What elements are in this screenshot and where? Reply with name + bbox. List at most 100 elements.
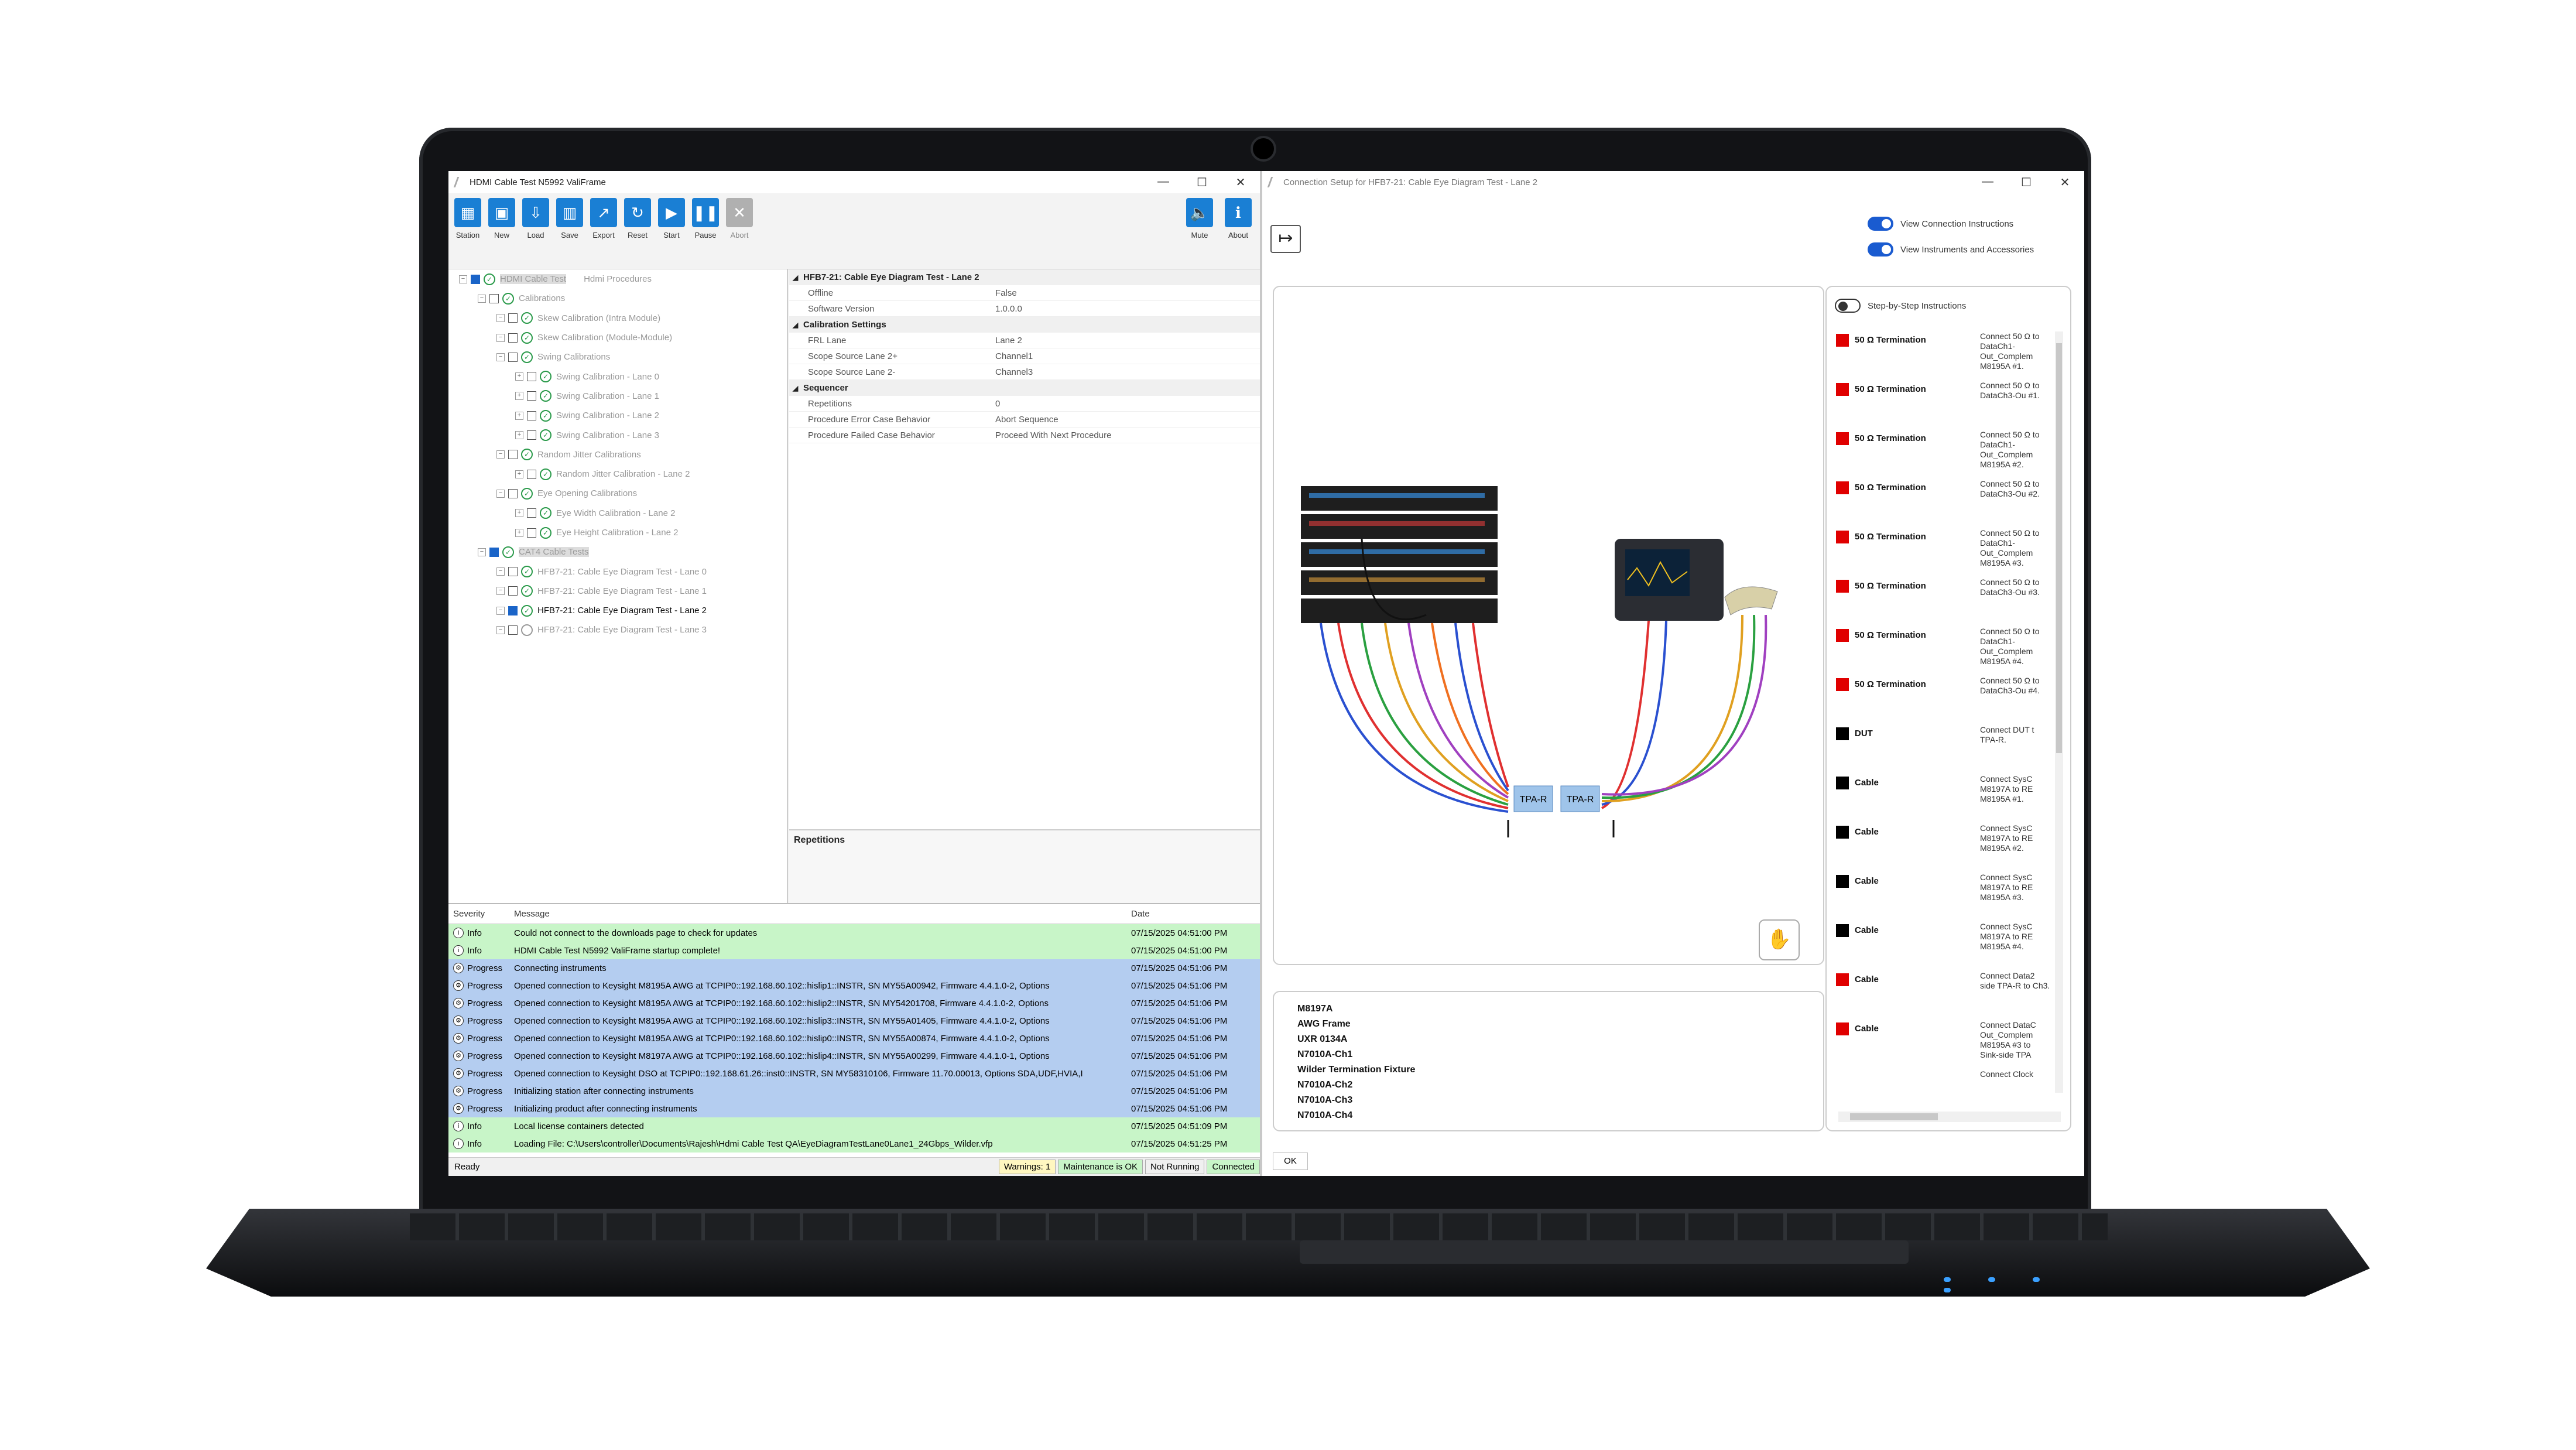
toolbar-new-button[interactable]: ▣New [485,198,519,264]
tree-item[interactable]: −✓Random Jitter Calibrations [448,445,787,464]
property-value[interactable]: Channel1 [995,351,1033,361]
tree-item[interactable]: −✓HFB7-21: Cable Eye Diagram Test - Lane… [448,562,787,581]
tree-item[interactable]: −✓HFB7-21: Cable Eye Diagram Test - Lane… [448,582,787,601]
tree-item[interactable]: −✓CAT4 Cable Tests [448,542,787,562]
export-arrow-button[interactable]: ↦ [1270,225,1301,253]
instrument-item[interactable]: UXR 0134A [1297,1034,1348,1044]
col-message[interactable]: Message [514,909,550,919]
tree-checkbox[interactable] [508,333,518,343]
tree-checkbox[interactable] [489,293,499,303]
tree-checkbox[interactable] [508,567,518,577]
maximize-button[interactable]: ☐ [2021,176,2032,189]
tree-checkbox[interactable] [508,606,518,615]
toolbar-pause-button[interactable]: ❚❚Pause [688,198,722,264]
property-value[interactable]: 0 [995,398,1001,409]
tree-checkbox[interactable] [527,528,536,538]
close-button[interactable]: ✕ [1235,176,1246,189]
tree-item[interactable]: −✓HFB7-21: Cable Eye Diagram Test - Lane… [448,620,787,639]
tree-checkbox[interactable] [508,625,518,635]
toolbar-export-button[interactable]: ↗Export [587,198,621,264]
tree-item[interactable]: +✓Swing Calibration - Lane 2 [448,406,787,425]
tree-checkbox[interactable] [471,274,480,284]
tree-checkbox[interactable] [508,313,518,323]
ok-button[interactable]: OK [1273,1153,1308,1170]
tree-checkbox[interactable] [508,488,518,498]
col-severity[interactable]: Severity [453,909,485,919]
close-button[interactable]: ✕ [2060,176,2070,189]
instrument-item[interactable]: N7010A-Ch1 [1297,1049,1353,1059]
expand-icon[interactable]: + [515,470,523,478]
expand-icon[interactable]: − [496,314,505,323]
expand-icon[interactable]: − [496,587,505,596]
expand-icon[interactable]: − [496,450,505,459]
tree-checkbox[interactable] [508,450,518,460]
expand-icon[interactable]: + [515,431,523,440]
switch-on-icon[interactable] [1868,217,1893,231]
expand-icon[interactable]: − [496,353,505,361]
pan-hand-icon[interactable]: ✋ [1759,919,1800,960]
prop-section-calibration[interactable]: ◢Calibration Settings [789,317,1260,333]
tree-item[interactable]: −✓HFB7-21: Cable Eye Diagram Test - Lane… [448,601,787,620]
instrument-item[interactable]: Wilder Termination Fixture [1297,1065,1416,1075]
expand-icon[interactable]: + [515,392,523,401]
tree-checkbox[interactable] [508,352,518,362]
instrument-item[interactable]: AWG Frame [1297,1019,1351,1029]
tree-item[interactable]: −✓Swing Calibrations [448,347,787,367]
expand-icon[interactable]: − [478,548,486,556]
tree-checkbox[interactable] [527,508,536,518]
vertical-scrollbar[interactable] [2055,331,2063,1093]
tree-checkbox[interactable] [527,391,536,401]
expand-icon[interactable]: + [515,411,523,420]
property-value[interactable]: Channel3 [995,367,1033,377]
tree-item[interactable]: −✓Eye Opening Calibrations [448,484,787,503]
toolbar-station-button[interactable]: ▦Station [451,198,485,264]
property-row[interactable]: Scope Source Lane 2-Channel3 [789,364,1260,380]
toolbar-mute-button[interactable]: 🔈Mute [1180,198,1219,264]
toggle-connection-instructions[interactable]: View Connection Instructions [1868,217,2013,231]
tree-checkbox[interactable] [527,372,536,382]
expand-icon[interactable]: − [496,606,505,615]
property-row[interactable]: Scope Source Lane 2+Channel1 [789,348,1260,364]
toolbar-save-button[interactable]: ▥Save [553,198,587,264]
tree-item[interactable]: −✓Calibrations [448,289,787,308]
expand-icon[interactable]: − [459,275,467,283]
toggle-instruments[interactable]: View Instruments and Accessories [1868,242,2034,257]
property-value[interactable]: 1.0.0.0 [995,303,1022,314]
instrument-item[interactable]: M8197A [1297,1004,1333,1014]
expand-icon[interactable]: + [515,372,523,381]
minimize-button[interactable]: — [1157,175,1169,188]
tree-item[interactable]: +✓Swing Calibration - Lane 0 [448,367,787,386]
toolbar-abort-button[interactable]: ✕Abort [722,198,756,264]
switch-off-icon[interactable] [1835,299,1861,313]
